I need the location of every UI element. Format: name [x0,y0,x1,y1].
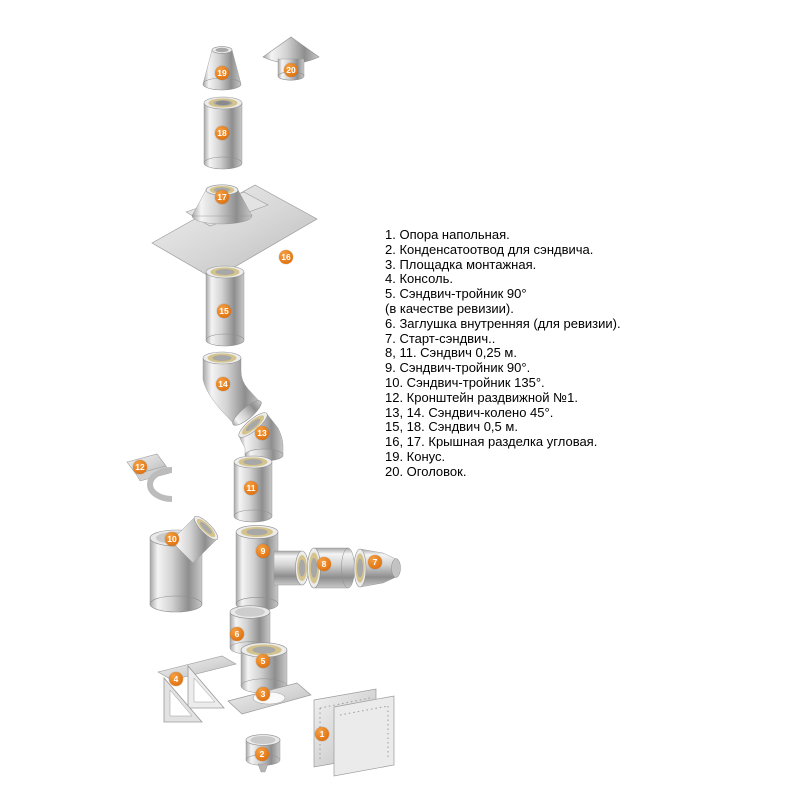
part-13-elbow [238,412,284,462]
part-badge-12: 12 [133,460,147,474]
part-badge-7: 7 [368,555,382,569]
part-badge-16: 16 [279,250,293,264]
part-badge-8: 8 [317,557,331,571]
part-badge-14: 14 [216,377,230,391]
part-badge-18: 18 [215,126,229,140]
part-badge-4: 4 [169,672,183,686]
legend-item: 16, 17. Крышная разделка угловая. [385,434,598,450]
part-badge-9: 9 [256,544,270,558]
part-7-start-sandwich [353,548,401,588]
legend-item: 10. Сэндвич-тройник 135°. [385,374,545,390]
legend-item: 7. Старт-сэндвич.. [385,330,496,346]
legend-item: 20. Оголовок. [385,463,467,479]
part-9-tee90 [235,525,309,611]
part-badge-13: 13 [255,426,269,440]
part-badge-19: 19 [215,66,229,80]
part-1-floor-support [313,688,395,777]
legend-item: 5. Сэндвич-тройник 90° [385,286,527,302]
part-badge-15: 15 [217,304,231,318]
legend-item: 4. Консоль. [385,271,453,287]
legend-item: 2. Конденсатоотвод для сэндвича. [385,241,594,257]
legend-item: 12. Кронштейн раздвижной №1. [385,389,578,405]
part-badge-2: 2 [255,747,269,761]
part-19-cone [202,46,242,91]
part-badge-1: 1 [315,727,329,741]
part-11-pipe [233,455,273,523]
part-10-tee135 [149,515,219,613]
part-badge-20: 20 [284,63,298,77]
legend-item: 3. Площадка монтажная. [385,256,537,272]
legend-item: 13, 14. Сэндвич-колено 45°. [385,404,554,420]
part-5-tee-revision [240,642,288,694]
legend-item: 19. Конус. [385,448,446,464]
legend-item: 8, 11. Сэндвич 0,25 м. [385,345,517,361]
part-badge-17: 17 [215,190,229,204]
legend-item: 15, 18. Сэндвич 0,5 м. [385,419,518,435]
legend: 1. Опора напольная.2. Конденсатоотвод дл… [385,227,705,480]
part-badge-3: 3 [256,687,270,701]
legend-item: 6. Заглушка внутренняя (для ревизии). [385,315,621,331]
part-badge-10: 10 [165,532,179,546]
part-badge-5: 5 [256,654,270,668]
part-8-pipe [307,547,355,589]
part-badge-11: 11 [244,481,258,495]
part-18-pipe [203,96,243,170]
legend-item: 1. Опора напольная. [385,227,510,242]
legend-item: 9. Сэндвич-тройник 90°. [385,360,531,376]
part-14-elbow [202,351,262,426]
legend-item: (в качестве ревизии). [385,300,514,316]
part-badge-6: 6 [230,627,244,641]
